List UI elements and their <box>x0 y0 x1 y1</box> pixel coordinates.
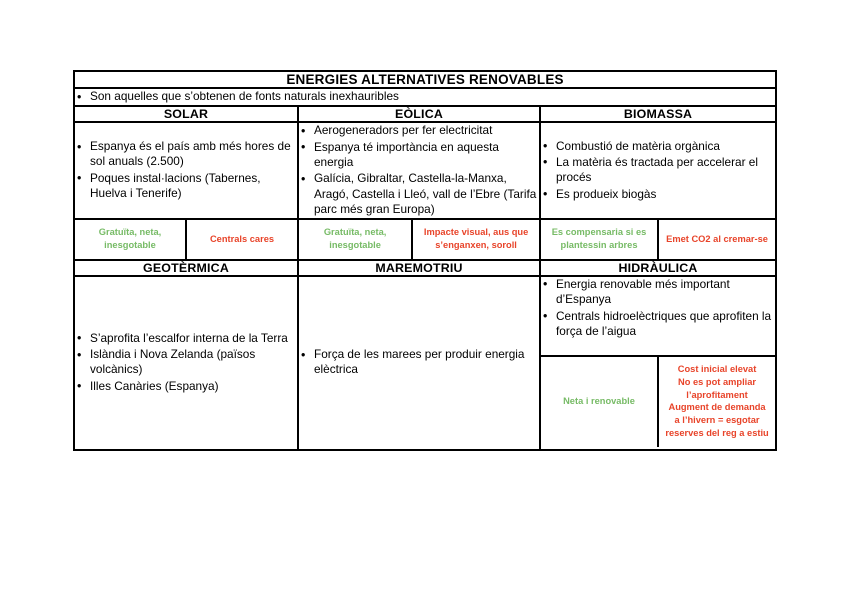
list-item: Centrals hidroelèctriques que aprofiten … <box>541 308 775 340</box>
list-item: Poques instal·lacions (Tabernes, Huelva … <box>75 170 297 202</box>
document-title: ENERGIES ALTERNATIVES RENOVABLES <box>72 70 778 89</box>
section-body-hidraulica: Energia renovable més important d’Espany… <box>538 274 778 357</box>
list-item: Islàndia i Nova Zelanda (països volcànic… <box>75 347 297 378</box>
pro-text-biomassa: Es compensaria si es plantessin arbres <box>541 220 659 259</box>
title-row: ENERGIES ALTERNATIVES RENOVABLES <box>72 70 778 89</box>
section-body-maremotriu: Força de les marees per produir energia … <box>297 274 541 451</box>
procon-cell-eolica: Gratuïta, neta, inesgotable Impacte visu… <box>297 218 541 261</box>
intro-bullet-item: Son aquelles que s’obtenen de fonts natu… <box>75 88 775 105</box>
con-text-biomassa: Emet CO2 al cremar-se <box>657 220 776 259</box>
section-heading-biomassa: BIOMASSA <box>538 105 778 124</box>
list-item: Aerogeneradors per fer electricitat <box>299 123 539 140</box>
list-item: Combustió de matèria orgànica <box>541 138 775 155</box>
eolica-bullet-list: Aerogeneradors per fer electricitat Espa… <box>299 123 539 217</box>
section-body-geotermica: S’aprofita l’escalfor interna de la Terr… <box>73 274 299 451</box>
renewable-energies-table: ENERGIES ALTERNATIVES RENOVABLES Son aqu… <box>72 70 778 451</box>
list-item: Energia renovable més important d’Espany… <box>541 276 775 308</box>
con-line: a l’hivern = esgotar <box>674 415 760 426</box>
hidraulica-bullet-list: Energia renovable més important d’Espany… <box>541 276 775 340</box>
section-body-eolica: Aerogeneradors per fer electricitat Espa… <box>297 121 541 221</box>
intro-bullet-list: Son aquelles que s’obtenen de fonts natu… <box>75 88 775 105</box>
con-line: No es pot ampliar <box>678 376 757 387</box>
pro-text-eolica: Gratuïta, neta, inesgotable <box>299 220 413 259</box>
procon-table-hidraulica: Neta i renovable Cost inicial elevat No … <box>541 356 776 447</box>
solar-bullet-list: Espanya és el país amb més hores de sol … <box>75 139 297 201</box>
procon-cell-solar: Gratuïta, neta, inesgotable Centrals car… <box>73 218 299 261</box>
procon-cell-hidraulica: Neta i renovable Cost inicial elevat No … <box>538 354 778 451</box>
pro-text-solar: Gratuïta, neta, inesgotable <box>75 220 186 259</box>
section-body-row-2: S’aprofita l’escalfor interna de la Terr… <box>73 274 778 451</box>
con-line: l’aprofitament <box>686 389 748 400</box>
maremotriu-bullet-list: Força de les marees per produir energia … <box>299 347 539 378</box>
section-heading-row-1: SOLAR EÒLICA BIOMASSA <box>73 105 778 124</box>
section-body-biomassa: Combustió de matèria orgànica La matèria… <box>538 121 778 221</box>
con-line: Augment de demanda <box>668 402 766 413</box>
section-heading-eolica: EÒLICA <box>297 105 541 124</box>
procon-table-eolica: Gratuïta, neta, inesgotable Impacte visu… <box>299 220 539 259</box>
section-heading-solar: SOLAR <box>73 105 299 124</box>
section-body-row-1: Espanya és el país amb més hores de sol … <box>73 121 778 221</box>
procon-row-2: Neta i renovable Cost inicial elevat No … <box>74 354 778 451</box>
procon-table-solar: Gratuïta, neta, inesgotable Centrals car… <box>75 220 297 259</box>
geotermica-bullet-list: S’aprofita l’escalfor interna de la Terr… <box>75 330 297 395</box>
section-body-solar: Espanya és el país amb més hores de sol … <box>73 121 299 221</box>
list-item: Espanya és el país amb més hores de sol … <box>75 139 297 170</box>
con-text-hidraulica: Cost inicial elevat No es pot ampliar l’… <box>657 356 776 447</box>
con-line: Cost inicial elevat <box>677 363 757 374</box>
list-item: Força de les marees per produir energia … <box>299 347 539 378</box>
section-heading-hidraulica: HIDRÀULICA <box>538 258 778 277</box>
con-text-solar: Centrals cares <box>185 220 297 259</box>
section-heading-row-2: GEOTÈRMICA MAREMOTRIU HIDRÀULICA <box>73 258 778 277</box>
procon-cell-biomassa: Es compensaria si es plantessin arbres E… <box>538 218 778 261</box>
con-line: reserves del reg a estiu <box>665 428 769 439</box>
biomassa-bullet-list: Combustió de matèria orgànica La matèria… <box>541 138 775 203</box>
list-item: Illes Canàries (Espanya) <box>75 378 297 395</box>
list-item: Es produeix biogàs <box>541 186 775 203</box>
list-item: S’aprofita l’escalfor interna de la Terr… <box>75 330 297 347</box>
pro-text-hidraulica: Neta i renovable <box>541 356 659 447</box>
list-item: Espanya té importància en aquesta energi… <box>299 139 539 171</box>
intro-row: Son aquelles que s’obtenen de fonts natu… <box>72 86 778 108</box>
section-heading-geotermica: GEOTÈRMICA <box>73 258 299 277</box>
intro-cell: Son aquelles que s’obtenen de fonts natu… <box>72 86 778 108</box>
procon-row-1: Gratuïta, neta, inesgotable Centrals car… <box>73 218 778 261</box>
con-text-eolica: Impacte visual, aus que s’enganxen, soro… <box>411 220 539 259</box>
section-heading-maremotriu: MAREMOTRIU <box>297 258 541 277</box>
procon-table-biomassa: Es compensaria si es plantessin arbres E… <box>541 220 776 259</box>
list-item: Galícia, Gibraltar, Castella-la-Manxa, A… <box>299 171 539 217</box>
list-item: La matèria és tractada per accelerar el … <box>541 154 775 186</box>
